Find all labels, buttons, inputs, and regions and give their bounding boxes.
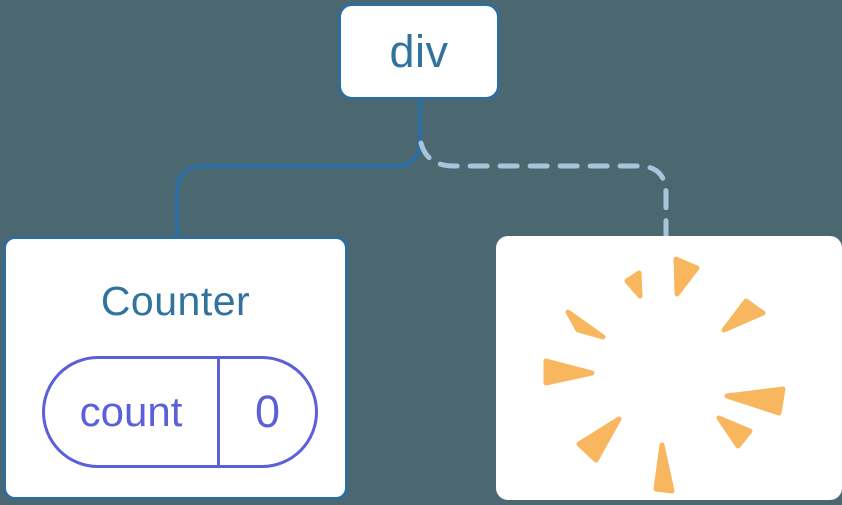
removed-component-card bbox=[496, 236, 842, 500]
poof-wedge bbox=[673, 256, 700, 297]
poof-wedge bbox=[716, 415, 753, 449]
poof-wedge bbox=[653, 442, 675, 494]
state-pill-divider bbox=[217, 359, 220, 465]
component-title: Counter bbox=[100, 278, 251, 324]
poof-wedge bbox=[721, 298, 766, 333]
poof-wedge bbox=[576, 416, 622, 463]
poof-wedge bbox=[543, 358, 595, 386]
node-label: div bbox=[389, 25, 449, 77]
solid-connector-line bbox=[174, 97, 423, 241]
state-key-label: count bbox=[79, 388, 183, 435]
state-pill: count 0 bbox=[42, 356, 318, 468]
tree-node-div: div bbox=[338, 3, 500, 100]
dashed-connector-line bbox=[418, 140, 669, 240]
poof-burst-icon bbox=[543, 256, 786, 494]
poof-wedge bbox=[565, 309, 606, 340]
poof-wedge bbox=[624, 270, 643, 299]
counter-component-card: Counter count 0 bbox=[3, 236, 348, 500]
state-value-label: 0 bbox=[254, 386, 281, 437]
poof-wedge bbox=[724, 386, 786, 416]
